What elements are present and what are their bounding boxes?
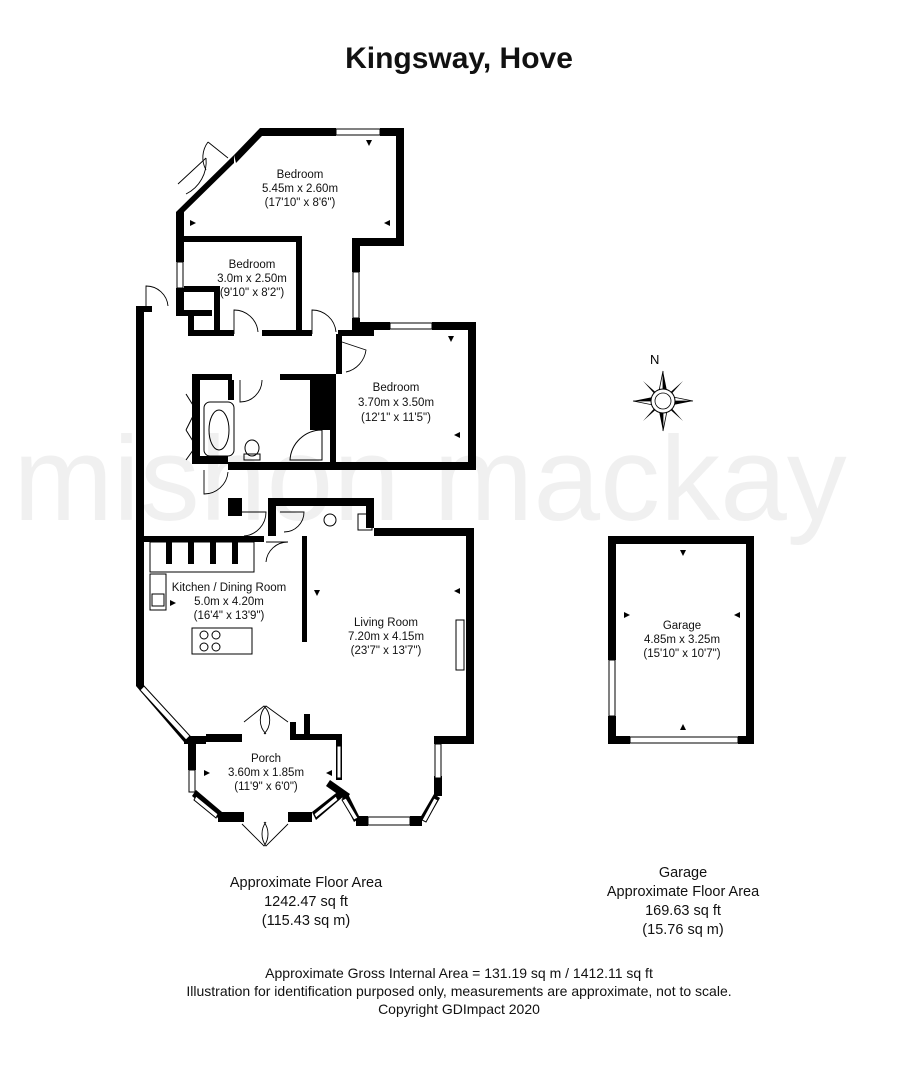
room-porch: Porch 3.60m x 1.85m (11'9" x 6'0") [228, 753, 304, 793]
area-sqm: (115.43 sq m) [261, 913, 351, 929]
disclaimer: Illustration for identification purposed… [186, 983, 732, 999]
room-imperial: (11'9" x 6'0") [234, 781, 298, 793]
room-name: Living Room [354, 617, 418, 629]
room-metric: 5.0m x 4.20m [194, 596, 264, 608]
room-metric: 4.85m x 3.25m [644, 634, 720, 646]
garage-floor-area: Garage Approximate Floor Area 169.63 sq … [573, 864, 793, 940]
room-name: Porch [251, 753, 281, 765]
room-living: Living Room 7.20m x 4.15m (23'7" x 13'7"… [348, 617, 424, 657]
page-title: Kingsway, Hove [345, 42, 573, 75]
area-label: Approximate Floor Area [606, 884, 760, 900]
room-metric: 3.60m x 1.85m [228, 767, 304, 779]
copyright: Copyright GDImpact 2020 [378, 1001, 540, 1017]
main-floor-area: Approximate Floor Area 1242.47 sq ft (11… [196, 874, 416, 931]
area-sqm: (15.76 sq m) [642, 922, 724, 938]
room-imperial: (9'10" x 8'2") [220, 287, 285, 299]
room-metric: 3.0m x 2.50m [217, 273, 287, 285]
room-name: Bedroom [229, 259, 276, 271]
area-sqft: 169.63 sq ft [645, 903, 721, 919]
room-garage: Garage 4.85m x 3.25m (15'10" x 10'7") [643, 620, 720, 660]
room-name: Bedroom [373, 382, 420, 394]
compass-north-label: N [650, 352, 659, 367]
room-name: Bedroom [277, 169, 324, 181]
room-metric: 7.20m x 4.15m [348, 631, 424, 643]
room-metric: 3.70m x 3.50m [358, 397, 434, 409]
garage-walls [608, 536, 754, 744]
fixtures [149, 393, 373, 655]
gross-area: Approximate Gross Internal Area = 131.19… [265, 965, 653, 981]
room-imperial: (16'4" x 13'9") [194, 610, 265, 622]
room-name: Garage [663, 620, 701, 632]
room-name: Kitchen / Dining Room [172, 582, 286, 594]
footer: Approximate Gross Internal Area = 131.19… [0, 964, 918, 1018]
watermark: mishon mackay [13, 412, 847, 546]
area-label: Approximate Floor Area [229, 875, 383, 891]
room-kitchen-dining: Kitchen / Dining Room 5.0m x 4.20m (16'4… [172, 582, 286, 622]
room-imperial: (17'10" x 8'6") [265, 197, 336, 209]
windows [139, 128, 465, 826]
room-metric: 5.45m x 2.60m [262, 183, 338, 195]
measure-arrows [170, 140, 460, 776]
area-sqft: 1242.47 sq ft [264, 894, 348, 910]
doors [145, 141, 367, 847]
room-bedroom-2: Bedroom 3.0m x 2.50m (9'10" x 8'2") [217, 259, 287, 299]
compass-icon [632, 370, 694, 432]
room-imperial: (12'1" x 11'5") [361, 412, 431, 424]
room-bedroom-1: Bedroom 5.45m x 2.60m (17'10" x 8'6") [262, 169, 338, 209]
room-bedroom-3: Bedroom 3.70m x 3.50m (12'1" x 11'5") [358, 382, 434, 424]
room-imperial: (23'7" x 13'7") [351, 645, 422, 657]
garage-heading: Garage [658, 865, 708, 881]
room-imperial: (15'10" x 10'7") [643, 648, 720, 660]
